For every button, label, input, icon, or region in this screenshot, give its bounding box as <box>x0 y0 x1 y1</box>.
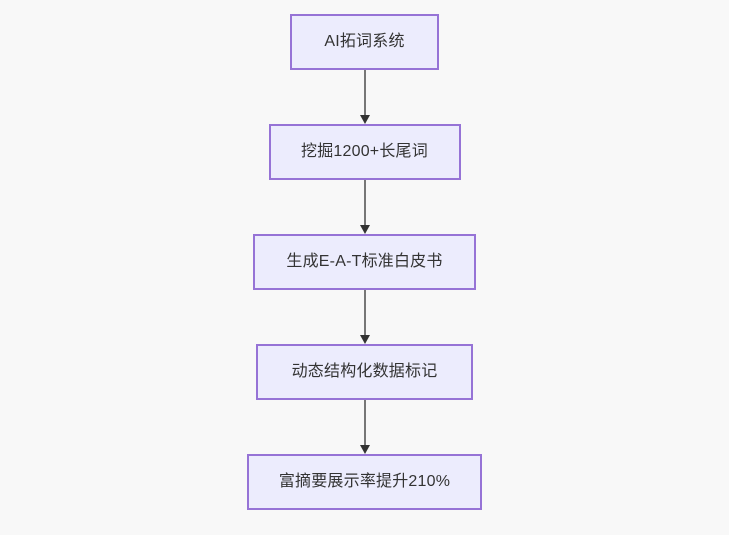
arrow-down-icon <box>359 225 370 234</box>
flow-node-label: 富摘要展示率提升210% <box>278 473 451 490</box>
flow-node-label: 动态结构化数据标记 <box>291 363 438 380</box>
flow-connector-4 <box>359 400 371 454</box>
flow-connector-1 <box>359 70 371 124</box>
flow-node-rich-snippet-impression-uplift[interactable]: 富摘要展示率提升210% <box>247 454 482 510</box>
flow-node-dynamic-structured-data-markup[interactable]: 动态结构化数据标记 <box>256 344 473 400</box>
arrow-down-icon <box>359 335 370 344</box>
connector-line <box>363 400 366 446</box>
arrow-down-icon <box>359 445 370 454</box>
flow-node-ai-keyword-system[interactable]: AI拓词系统 <box>290 14 439 70</box>
connector-line <box>363 70 366 116</box>
arrow-down-icon <box>359 115 370 124</box>
flow-node-label: 生成E-A-T标准白皮书 <box>286 253 443 270</box>
flow-node-label: 挖掘1200+长尾词 <box>301 143 428 160</box>
flow-connector-2 <box>359 180 371 234</box>
connector-line <box>363 180 366 226</box>
flow-node-mine-longtail-keywords[interactable]: 挖掘1200+长尾词 <box>268 124 461 180</box>
flow-connector-3 <box>359 290 371 344</box>
flow-node-label: AI拓词系统 <box>324 33 405 50</box>
connector-line <box>363 290 366 336</box>
flow-node-generate-eat-whitepaper[interactable]: 生成E-A-T标准白皮书 <box>253 234 476 290</box>
